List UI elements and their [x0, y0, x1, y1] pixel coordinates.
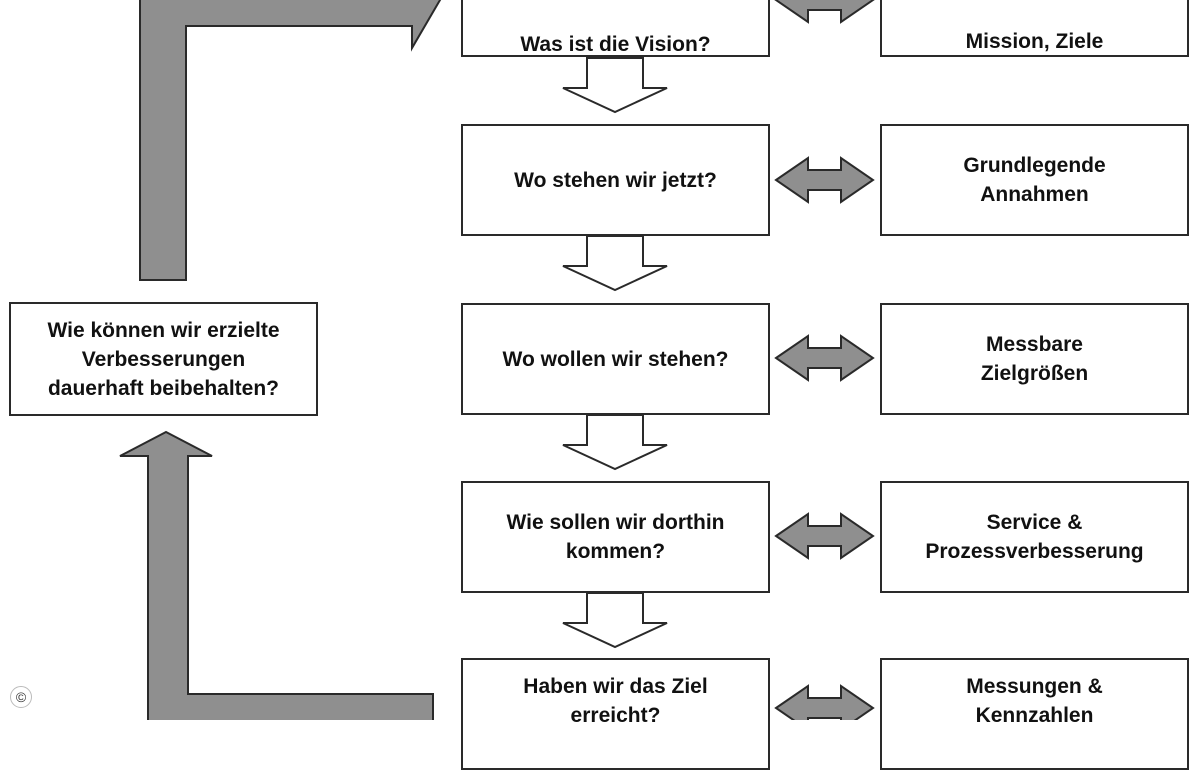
double-arrow-3: [774, 334, 875, 382]
answer-text: Grundlegende Annahmen: [963, 154, 1106, 206]
question-box-target-state: Wo wollen wir stehen?: [461, 303, 770, 415]
answer-box-measurable-targets: Messbare Zielgrößen: [880, 303, 1189, 415]
question-box-vision: Was ist die Vision?: [461, 0, 770, 57]
copyright-icon: ©: [10, 686, 32, 708]
answer-text: Messungen & Kennzahlen: [966, 675, 1103, 727]
double-arrow-1: [774, 0, 875, 24]
answer-box-service-improvement: Service & Prozessverbesserung: [880, 481, 1189, 593]
down-arrow-3: [562, 414, 668, 471]
answer-text: Messbare Zielgrößen: [980, 333, 1089, 385]
answer-box-assumptions: Grundlegende Annahmen: [880, 124, 1189, 236]
answer-box-measurements: Messungen & Kennzahlen: [880, 658, 1189, 770]
answer-box-mission: Mission, Ziele: [880, 0, 1189, 57]
down-arrow-4: [562, 592, 668, 649]
side-question-text: Wie können wir erzielte Verbesserungen d…: [47, 318, 280, 400]
double-arrow-5: [774, 684, 875, 720]
double-arrow-4: [774, 512, 875, 560]
loop-arrow-bottom: [119, 430, 434, 720]
question-box-how-to-get-there: Wie sollen wir dorthin kommen?: [461, 481, 770, 593]
question-text: Wo stehen wir jetzt?: [514, 168, 717, 192]
loop-arrow-top: [139, 0, 442, 281]
question-text: Was ist die Vision?: [520, 33, 711, 56]
question-text: Wie sollen wir dorthin kommen?: [506, 511, 725, 563]
cycle-diagram: [119, 0, 875, 720]
question-box-current-state: Wo stehen wir jetzt?: [461, 124, 770, 236]
answer-text: Service & Prozessverbesserung: [925, 511, 1144, 563]
question-text: Haben wir das Ziel erreicht?: [523, 675, 708, 727]
question-text: Wo wollen wir stehen?: [502, 347, 729, 371]
down-arrow-2: [562, 235, 668, 292]
question-box-goal-reached: Haben wir das Ziel erreicht?: [461, 658, 770, 770]
down-arrow-1: [562, 57, 668, 114]
double-arrow-2: [774, 156, 875, 204]
answer-text: Mission, Ziele: [965, 30, 1104, 53]
side-question-box: Wie können wir erzielte Verbesserungen d…: [9, 302, 318, 416]
